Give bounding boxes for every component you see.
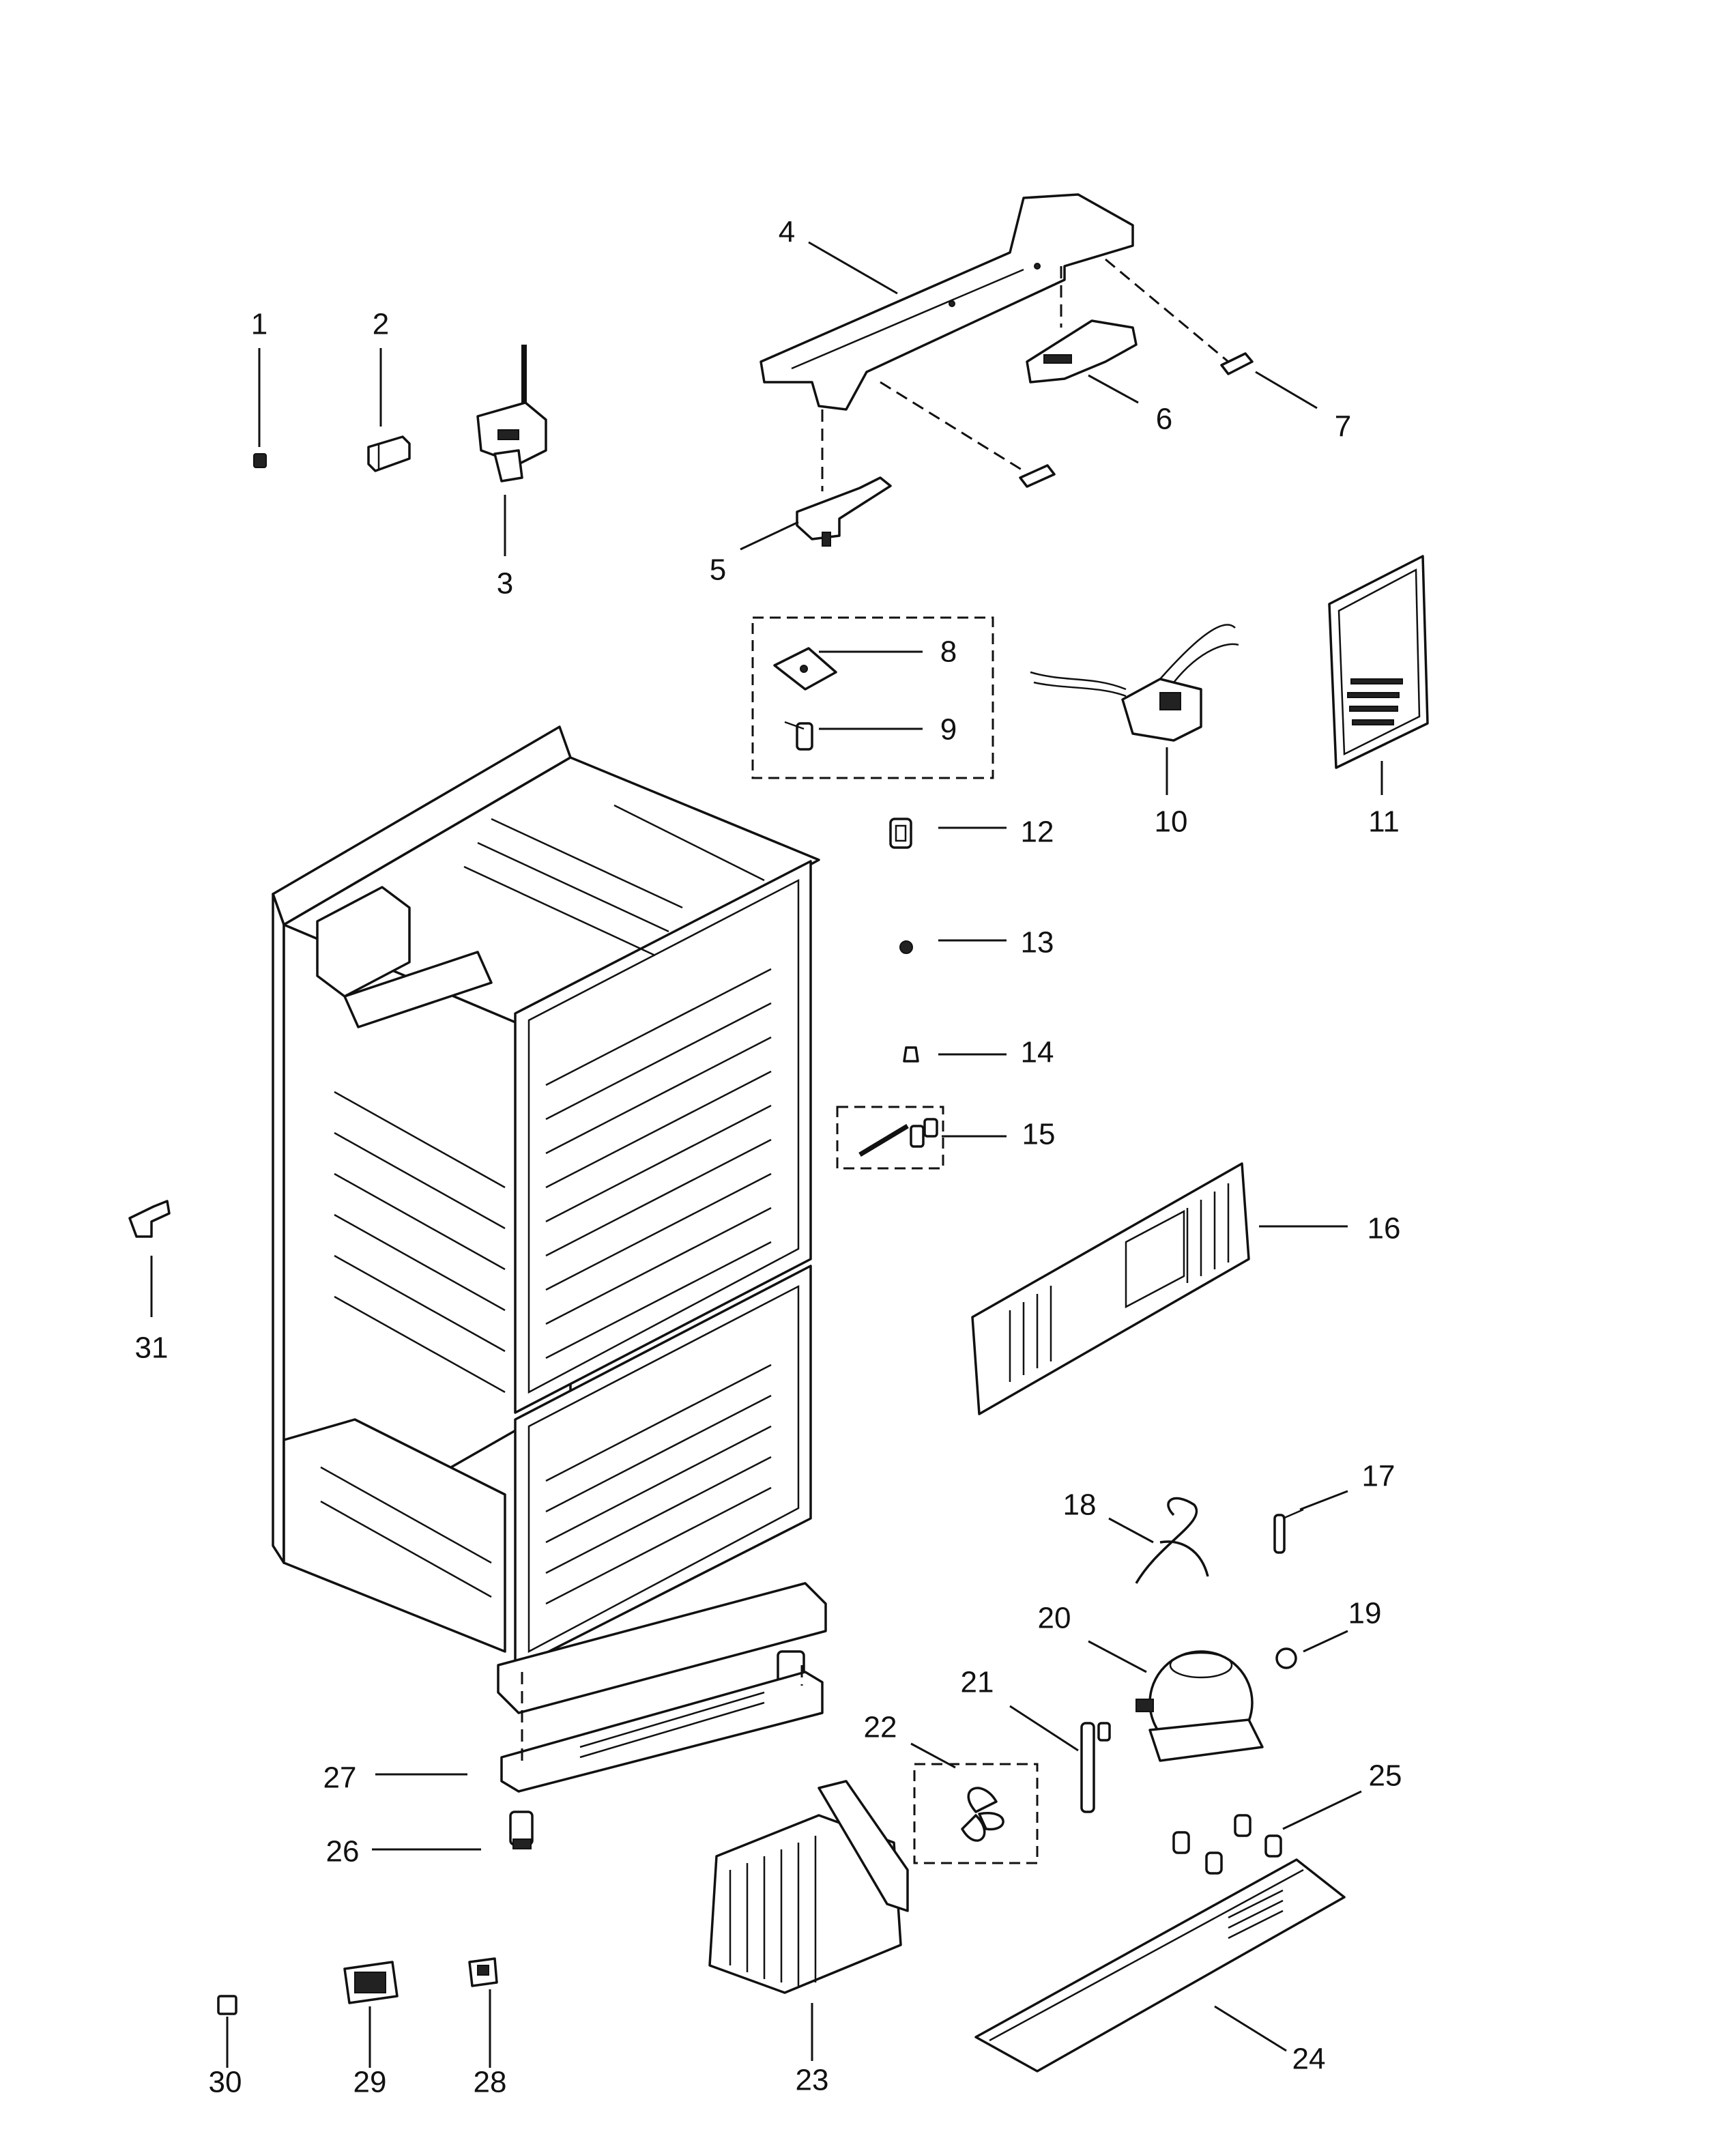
part-14-icon [903, 1046, 919, 1063]
callout-8: 8 [940, 635, 957, 669]
part-21-icon [1080, 1722, 1111, 1813]
callout-3: 3 [497, 567, 513, 601]
callout-4: 4 [779, 216, 795, 249]
main-cabinet [272, 725, 827, 1714]
callout-14: 14 [1021, 1036, 1054, 1069]
part-4-icon [760, 193, 1134, 411]
part-22-group-box [913, 1763, 1039, 1864]
pad-icon [1019, 464, 1056, 488]
callout-labels: 1 2 3 4 5 6 7 8 9 10 11 12 13 14 15 16 1… [135, 216, 1402, 2099]
callout-18: 18 [1063, 1488, 1097, 1522]
part-7-icon [1220, 352, 1254, 375]
callout-9: 9 [940, 713, 957, 747]
callout-30: 30 [209, 2066, 242, 2099]
part-2-icon [367, 435, 411, 472]
callout-19: 19 [1348, 1597, 1382, 1630]
part-22-icon [961, 1787, 1004, 1842]
callout-24: 24 [1292, 2043, 1326, 2076]
part-9-icon [784, 721, 813, 751]
part-27-icon [500, 1671, 824, 1793]
callout-6: 6 [1156, 403, 1172, 436]
callout-1: 1 [251, 308, 267, 341]
callout-29: 29 [353, 2066, 387, 2099]
callout-13: 13 [1021, 926, 1054, 960]
part-10-icon [1030, 624, 1239, 742]
part-15-group-box [836, 1106, 944, 1170]
callout-22: 22 [864, 1711, 897, 1744]
part-26-icon [509, 1811, 534, 1849]
callout-12: 12 [1021, 816, 1054, 849]
callout-25: 25 [1369, 1759, 1402, 1793]
callout-11: 11 [1368, 805, 1400, 839]
callout-7: 7 [1335, 410, 1351, 444]
part-11-icon [1328, 555, 1429, 769]
part-16-icon [971, 1162, 1250, 1415]
callout-5: 5 [710, 553, 726, 587]
part-24-icon [974, 1858, 1346, 2073]
part-15-icon [858, 1118, 938, 1157]
part-25-icon [1172, 1814, 1282, 1875]
part-13-icon [899, 940, 913, 954]
callout-28: 28 [474, 2066, 507, 2099]
part-8-9-group-box [751, 616, 994, 779]
part-17-icon [1273, 1508, 1304, 1554]
callout-10: 10 [1155, 805, 1188, 839]
callout-31: 31 [135, 1331, 169, 1365]
callout-21: 21 [961, 1666, 994, 1699]
part-5-icon [796, 476, 892, 547]
part-31-icon [128, 1200, 171, 1238]
part-19-icon [1275, 1647, 1297, 1669]
callout-27: 27 [323, 1761, 357, 1795]
callout-17: 17 [1362, 1460, 1395, 1493]
callout-20: 20 [1038, 1602, 1071, 1635]
part-3-icon [476, 345, 547, 482]
part-18-icon [1135, 1497, 1209, 1584]
part-20-icon [1135, 1650, 1264, 1762]
callout-15: 15 [1022, 1118, 1056, 1151]
part-28-icon [468, 1957, 498, 1987]
part-1-icon [253, 453, 267, 468]
callout-23: 23 [796, 2064, 829, 2097]
leader-lines [150, 241, 1383, 2068]
callout-16: 16 [1368, 1212, 1401, 1245]
part-6-icon [1026, 319, 1138, 384]
part-30-icon [217, 1995, 237, 2015]
callout-26: 26 [326, 1835, 360, 1869]
part-8-icon [773, 647, 837, 691]
part-29-icon [343, 1961, 399, 2004]
callout-2: 2 [373, 308, 389, 341]
part-12-icon [889, 818, 912, 849]
part-23-icon [708, 1780, 909, 1994]
assembly-dashed-lines [521, 258, 1229, 1761]
